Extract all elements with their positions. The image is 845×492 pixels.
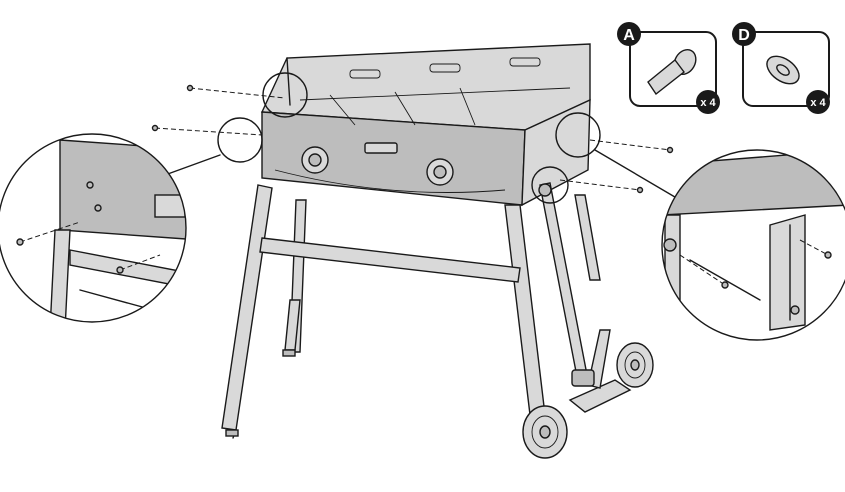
screw-paths (151, 84, 674, 194)
part-a-box: A x 4 (617, 22, 720, 114)
part-d-box: D x 4 (732, 22, 830, 114)
washer-icon (766, 55, 800, 85)
right-detail-inset (661, 149, 845, 341)
part-a-quantity: x 4 (700, 97, 716, 109)
part-letter-badge (617, 22, 641, 46)
callout-markers (164, 72, 681, 204)
gas-hose (538, 182, 595, 387)
wheels (522, 342, 654, 459)
grill-body (260, 43, 591, 207)
left-detail-inset (0, 133, 187, 323)
screw-icon (647, 48, 697, 96)
part-d-quantity: x 4 (810, 97, 826, 109)
part-a-letter: A (623, 27, 635, 44)
grill-stand (221, 184, 632, 441)
part-d-letter: D (738, 27, 750, 44)
